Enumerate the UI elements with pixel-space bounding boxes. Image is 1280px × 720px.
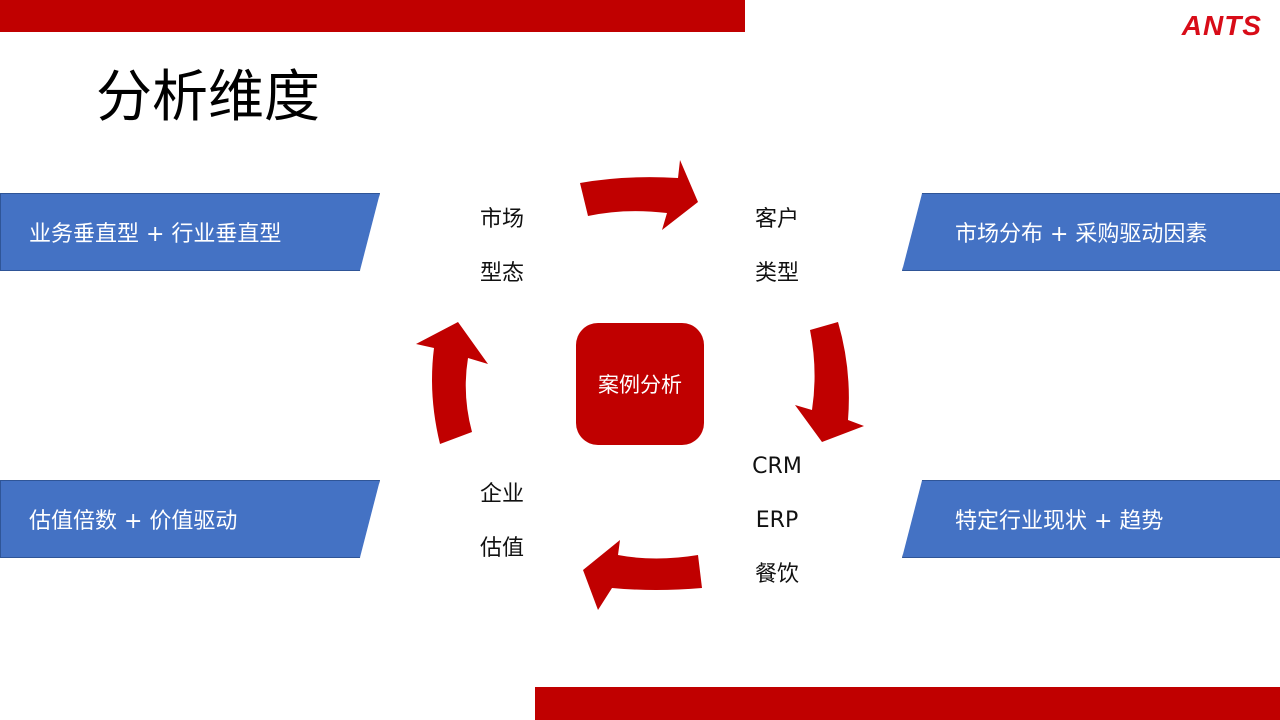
arrow-right-icon — [795, 322, 864, 442]
banner-top-right-text: 市场分布 + 采购驱动因素 — [955, 222, 1208, 247]
arrow-left-icon — [416, 322, 488, 444]
node-text: ERP — [755, 508, 799, 533]
node-text: 企业 — [479, 482, 524, 507]
banner-top-right: 市场分布 + 采购驱动因素 — [902, 193, 1280, 271]
arrow-top-icon — [580, 160, 698, 230]
node-market-type: 市场 型态 — [452, 193, 552, 301]
node-text: 类型 — [754, 261, 799, 286]
ants-logo: ANTS — [1181, 10, 1262, 41]
node-text: 型态 — [479, 261, 524, 286]
node-customer-type: 客户 类型 — [727, 193, 827, 301]
node-text: CRM — [752, 454, 802, 479]
arrow-bottom-icon — [583, 540, 702, 610]
node-text: 市场 — [479, 207, 524, 232]
node-text: 估值 — [479, 536, 524, 561]
banner-top-left: 业务垂直型 + 行业垂直型 — [0, 193, 380, 271]
banner-bottom-left: 估值倍数 + 价值驱动 — [0, 480, 380, 558]
banner-bottom-right: 特定行业现状 + 趋势 — [902, 480, 1280, 558]
bottom-accent-bar — [535, 687, 1280, 720]
node-text: 餐饮 — [754, 562, 799, 587]
node-enterprise-valuation: 企业 估值 — [452, 468, 552, 576]
top-accent-bar — [0, 0, 745, 32]
node-industries: CRM ERP 餐饮 — [727, 440, 827, 602]
banner-bottom-left-text: 估值倍数 + 价值驱动 — [29, 509, 238, 534]
page-title: 分析维度 — [96, 65, 320, 130]
center-case-analysis: 案例分析 — [576, 323, 704, 445]
banner-top-left-text: 业务垂直型 + 行业垂直型 — [29, 222, 282, 247]
node-text: 客户 — [754, 207, 799, 232]
center-label: 案例分析 — [598, 373, 682, 397]
banner-bottom-right-text: 特定行业现状 + 趋势 — [955, 509, 1164, 534]
